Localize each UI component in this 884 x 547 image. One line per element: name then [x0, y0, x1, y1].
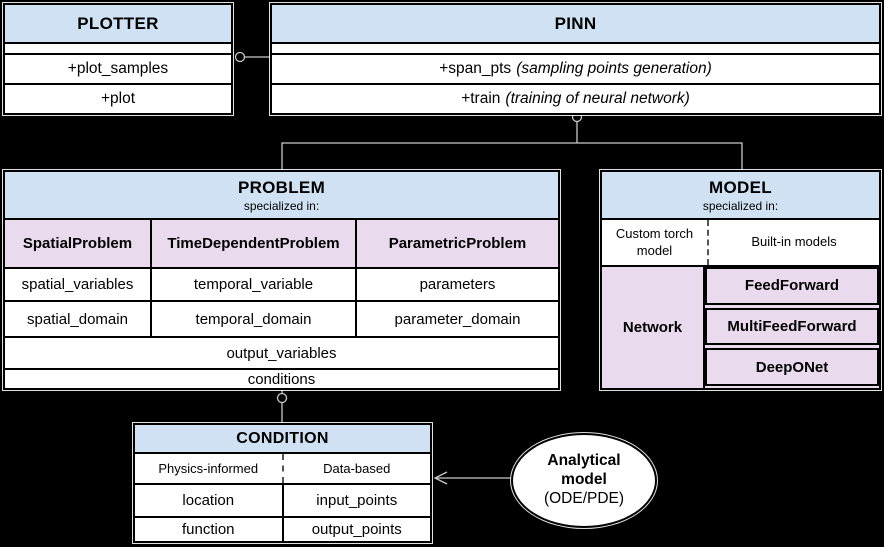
- condition-row-2: function output_points: [135, 516, 430, 541]
- attr-conditions: conditions: [5, 368, 558, 388]
- plotter-aggregation-node: [234, 51, 246, 63]
- model-custom-torch-label: Custom torch model: [602, 220, 709, 265]
- model-class-box: MODEL specialized in: Custom torch model…: [600, 170, 881, 390]
- pinn-method-train: +train (training of neural network): [272, 83, 879, 113]
- pinn-title: PINN: [554, 13, 597, 33]
- model-multifeedforward-cell: MultiFeedForward: [705, 307, 879, 346]
- method-name: +span_pts: [439, 60, 512, 77]
- attr-spatial-variables: spatial_variables: [5, 269, 152, 300]
- subclass-parametric-problem: ParametricProblem: [357, 220, 558, 267]
- model-header: MODEL specialized in:: [602, 172, 879, 218]
- model-split-row: Custom torch model Built-in models: [602, 218, 879, 265]
- ellipse-line-1: Analytical: [547, 452, 621, 470]
- plotter-method-plot: +plot: [5, 83, 231, 113]
- problem-class-box: PROBLEM specialized in: SpatialProblem T…: [3, 170, 560, 390]
- attr-parameter-domain: parameter_domain: [394, 310, 521, 328]
- method-note: (sampling points generation): [516, 60, 712, 77]
- plotter-title: PLOTTER: [77, 13, 159, 33]
- method-note: (training of neural network): [505, 90, 690, 107]
- model-network-cell: Network: [602, 267, 705, 388]
- subclass-spatial-problem: SpatialProblem: [5, 220, 152, 267]
- attr-temporal-domain: temporal_domain: [152, 302, 357, 336]
- problem-subclass-row: SpatialProblem TimeDependentProblem Para…: [5, 218, 558, 267]
- arrowhead-left-icon: [433, 471, 448, 485]
- model-deeponet-cell: DeepONet: [705, 348, 879, 387]
- plotter-method-plot-samples: +plot_samples: [67, 60, 169, 77]
- condition-header: CONDITION: [135, 425, 430, 452]
- model-builtin-label: Built-in models: [751, 234, 837, 250]
- pinn-empty-compartment: [272, 42, 879, 55]
- attr-output-points: output_points: [311, 521, 402, 538]
- pinn-method-span-pts: +span_pts (sampling points generation): [272, 55, 879, 83]
- attr-output-variables: output_variables: [5, 336, 558, 368]
- attr-location: location: [135, 485, 284, 516]
- condition-row-1: location input_points: [135, 483, 430, 516]
- problem-aggregation-node: [276, 392, 288, 404]
- condition-physics-informed-label: Physics-informed: [135, 454, 284, 483]
- analytical-model-ellipse: Analytical model (ODE/PDE): [511, 433, 657, 528]
- pinn-header: PINN: [272, 5, 879, 42]
- attr-spatial-domain: spatial_domain: [5, 302, 152, 336]
- condition-split-row: Physics-informed Data-based: [135, 452, 430, 483]
- ellipse-line-2: model: [561, 471, 607, 489]
- plotter-empty-compartment: [5, 42, 231, 55]
- ellipse-line-3: (ODE/PDE): [543, 489, 625, 507]
- attr-temporal-variable: temporal_variable: [152, 269, 357, 300]
- plotter-header: PLOTTER: [5, 5, 231, 42]
- pinn-class-box: PINN +span_pts (sampling points generati…: [270, 3, 881, 115]
- model-subtitle: specialized in:: [702, 198, 779, 213]
- attr-function: function: [135, 518, 284, 541]
- attr-input-points: input_points: [316, 492, 398, 509]
- attr-parameters: parameters: [419, 276, 496, 293]
- model-builtin-column: FeedForward MultiFeedForward DeepONet: [705, 267, 879, 388]
- condition-class-box: CONDITION Physics-informed Data-based lo…: [133, 423, 432, 543]
- problem-title: PROBLEM: [237, 177, 326, 197]
- problem-header: PROBLEM specialized in:: [5, 172, 558, 218]
- subclass-time-dependent-problem: TimeDependentProblem: [152, 220, 357, 267]
- model-feedforward-cell: FeedForward: [705, 267, 879, 305]
- plotter-class-box: PLOTTER +plot_samples +plot: [3, 3, 233, 115]
- problem-subtitle: specialized in:: [243, 198, 320, 213]
- model-title: MODEL: [709, 177, 772, 197]
- problem-attr-row-1: spatial_variables temporal_variable para…: [5, 267, 558, 300]
- problem-attr-row-2: spatial_domain temporal_domain parameter…: [5, 300, 558, 336]
- condition-title: CONDITION: [236, 429, 329, 447]
- model-bottom-section: Network FeedForward MultiFeedForward Dee…: [602, 265, 879, 388]
- pinn-branch-line: [281, 142, 743, 170]
- method-name: +train: [461, 90, 501, 107]
- condition-data-based-label: Data-based: [323, 461, 391, 476]
